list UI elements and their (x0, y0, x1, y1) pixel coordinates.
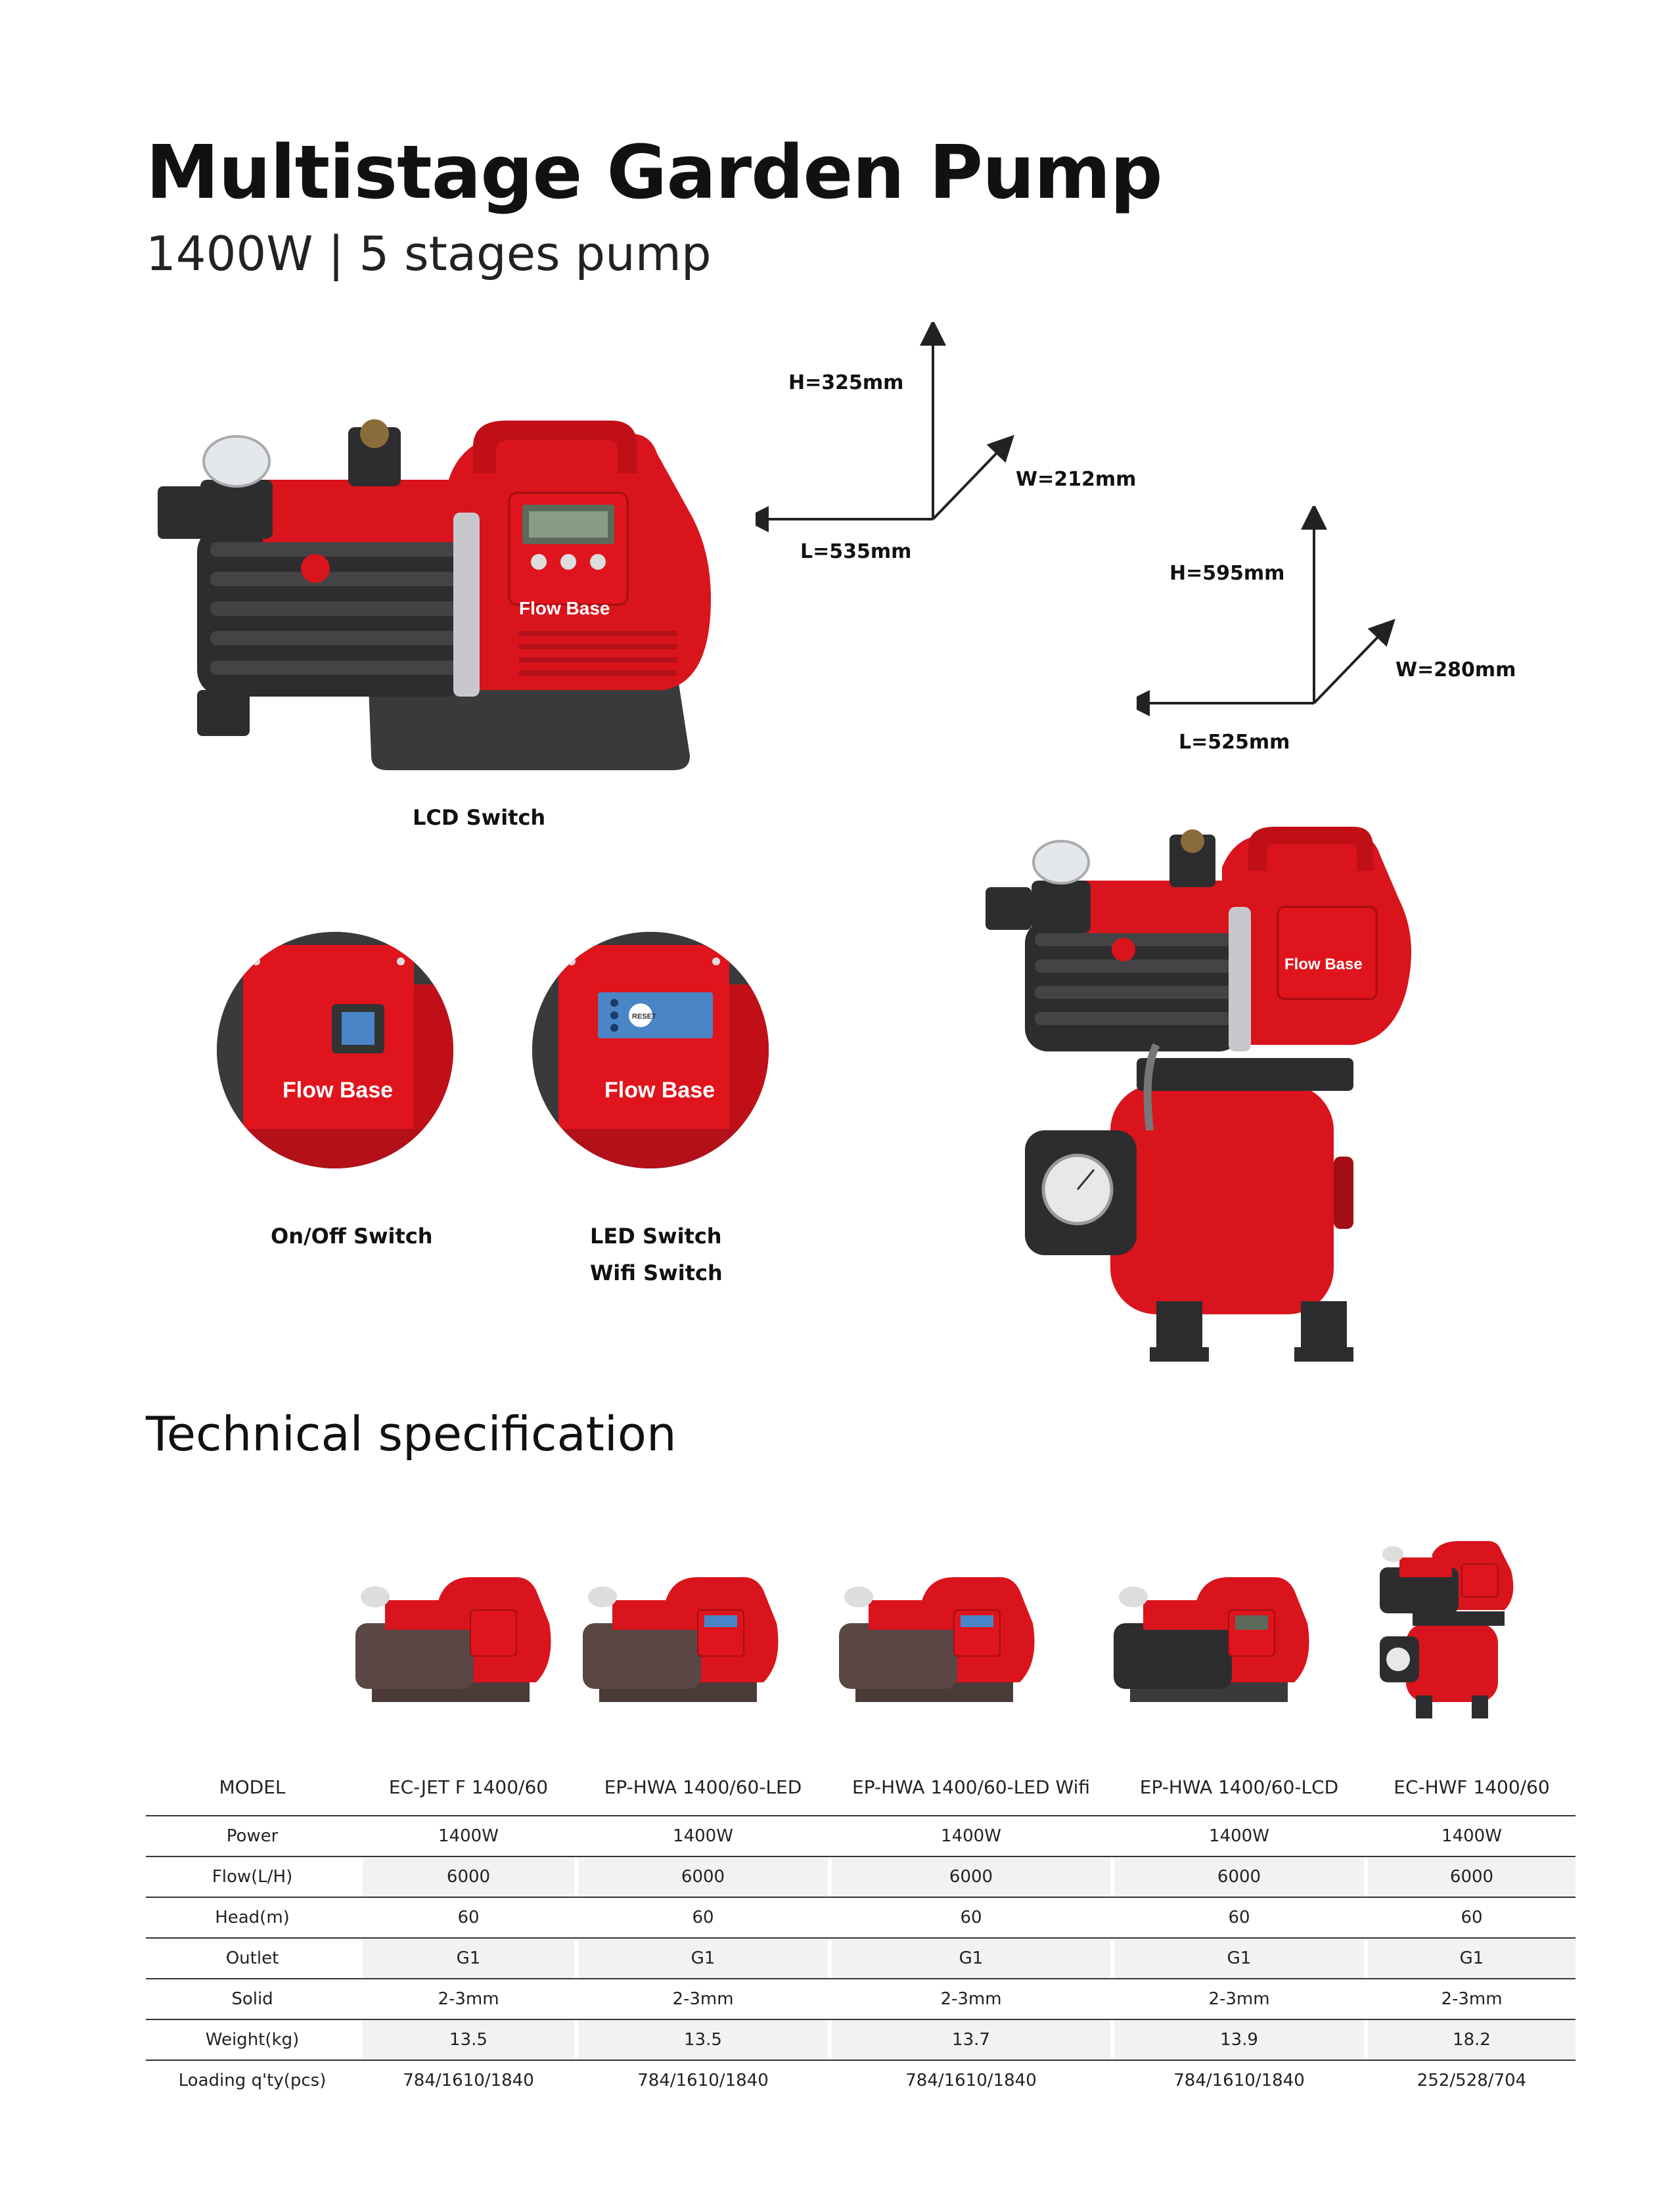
spec-cell: 784/1610/1840 (637, 2071, 769, 2090)
spec-row-label: Power (226, 1826, 279, 1846)
model-name: EP-HWA 1400/60-LCD (1139, 1776, 1339, 1798)
spec-cell: 2-3mm (1441, 1989, 1503, 2009)
spec-cell: 60 (1228, 1908, 1250, 1927)
spec-row: Loading q'ty(pcs) 784/1610/1840 784/1610/1… (146, 2061, 1576, 2100)
model-thumbnails (0, 1538, 1678, 1735)
dimension-axes-small (756, 322, 1014, 532)
thumb-ec-hwf (1380, 1541, 1514, 1718)
spec-cell: 18.2 (1368, 2020, 1576, 2060)
spec-table: MODEL EC-JET F 1400/60 EP-HWA 1400/60-LE… (146, 1759, 1576, 2100)
spec-cell: 784/1610/1840 (905, 2071, 1037, 2090)
led-switch-detail: RESET Flow Base (532, 932, 769, 1168)
length-label-booster: L=525mm (1179, 731, 1290, 754)
spec-cell: G1 (1114, 1939, 1364, 1978)
thumb-ep-hwa-led (583, 1577, 779, 1702)
height-label-booster: H=595mm (1169, 562, 1285, 585)
spec-cell: 2-3mm (438, 1989, 499, 2009)
lcd-switch-caption: LCD Switch (413, 805, 546, 830)
model-name: EC-JET F 1400/60 (388, 1776, 549, 1798)
spec-cell: 2-3mm (1208, 1989, 1270, 2009)
spec-cell: 1400W (941, 1826, 1001, 1846)
spec-cell: 6000 (363, 1857, 574, 1897)
wifi-switch-caption: Wifi Switch (590, 1260, 723, 1285)
svg-text:Flow Base: Flow Base (1284, 956, 1363, 973)
spec-header-row: MODEL EC-JET F 1400/60 EP-HWA 1400/60-LE… (146, 1759, 1576, 1816)
width-label-small: W=212mm (1016, 468, 1137, 491)
spec-row-label: Outlet (225, 1948, 279, 1968)
spec-cell: 60 (457, 1908, 480, 1927)
lcd-pump-image: Flow Base (151, 407, 742, 782)
spec-cell: 6000 (578, 1857, 828, 1897)
model-name: EP-HWA 1400/60-LED (604, 1776, 802, 1798)
led-switch-caption: LED Switch (590, 1224, 722, 1249)
spec-cell: G1 (832, 1939, 1110, 1978)
spec-cell: 1400W (1441, 1826, 1502, 1846)
length-label-small: L=535mm (800, 540, 912, 563)
spec-cell: 13.9 (1114, 2020, 1364, 2060)
spec-row-label: Head(m) (215, 1908, 290, 1927)
model-header-label: MODEL (219, 1776, 286, 1798)
spec-cell: 60 (960, 1908, 982, 1927)
tech-spec-title: Technical specification (146, 1406, 677, 1462)
spec-cell: 2-3mm (940, 1989, 1002, 2009)
onoff-switch-detail: Flow Base (217, 932, 453, 1168)
spec-row: Power 1400W 1400W 1400W 1400W 1400W (146, 1816, 1576, 1857)
spec-cell: G1 (578, 1939, 828, 1978)
spec-cell: 13.7 (832, 2020, 1110, 2060)
spec-cell: 13.5 (363, 2020, 574, 2060)
spec-cell: 1400W (673, 1826, 733, 1846)
spec-cell: 13.5 (578, 2020, 828, 2060)
model-name: EC-HWF 1400/60 (1394, 1776, 1550, 1798)
svg-text:Flow Base: Flow Base (519, 598, 610, 618)
spec-cell: 6000 (832, 1857, 1110, 1897)
spec-cell: 60 (692, 1908, 714, 1927)
spec-row: Head(m) 60 60 60 60 60 (146, 1898, 1576, 1939)
height-label-small: H=325mm (788, 371, 904, 394)
spec-row-label: Weight(kg) (205, 2030, 300, 2050)
spec-body: Power 1400W 1400W 1400W 1400W 1400W Flow(L/H) 6… (146, 1816, 1576, 2100)
spec-row-label: Solid (231, 1989, 273, 2009)
spec-cell: 60 (1461, 1908, 1483, 1927)
svg-text:RESET: RESET (632, 1013, 656, 1021)
svg-text:Flow Base: Flow Base (283, 1078, 393, 1103)
spec-cell: 784/1610/1840 (1173, 2071, 1305, 2090)
spec-cell: G1 (1368, 1939, 1576, 1978)
model-name: EP-HWA 1400/60-LED Wifi (852, 1776, 1090, 1798)
thumb-ep-hwa-lcd (1114, 1577, 1309, 1702)
spec-row: Solid 2-3mm 2-3mm 2-3mm 2-3mm 2-3mm (146, 1979, 1576, 2020)
spec-cell: G1 (363, 1939, 574, 1978)
spec-cell: 784/1610/1840 (403, 2071, 534, 2090)
spec-cell: 6000 (1368, 1857, 1576, 1897)
width-label-booster: W=280mm (1395, 658, 1516, 681)
page-subtitle: 1400W | 5 stages pump (146, 226, 712, 281)
svg-text:Flow Base: Flow Base (604, 1078, 715, 1103)
page-title: Multistage Garden Pump (146, 130, 1163, 216)
spec-cell: 1400W (1209, 1826, 1269, 1846)
thumb-ec-jet-f (355, 1577, 551, 1702)
spec-cell: 252/528/704 (1417, 2071, 1527, 2090)
spec-cell: 1400W (438, 1826, 499, 1846)
booster-pump-image: Flow Base (986, 821, 1419, 1367)
dimension-axes-booster (1137, 506, 1395, 716)
spec-row-label: Flow(L/H) (212, 1867, 293, 1887)
thumb-ep-hwa-led-wifi (839, 1577, 1035, 1702)
spec-cell: 2-3mm (672, 1989, 734, 2009)
spec-row-label: Loading q'ty(pcs) (178, 2071, 327, 2090)
spec-cell: 6000 (1114, 1857, 1364, 1897)
onoff-switch-caption: On/Off Switch (271, 1224, 433, 1249)
